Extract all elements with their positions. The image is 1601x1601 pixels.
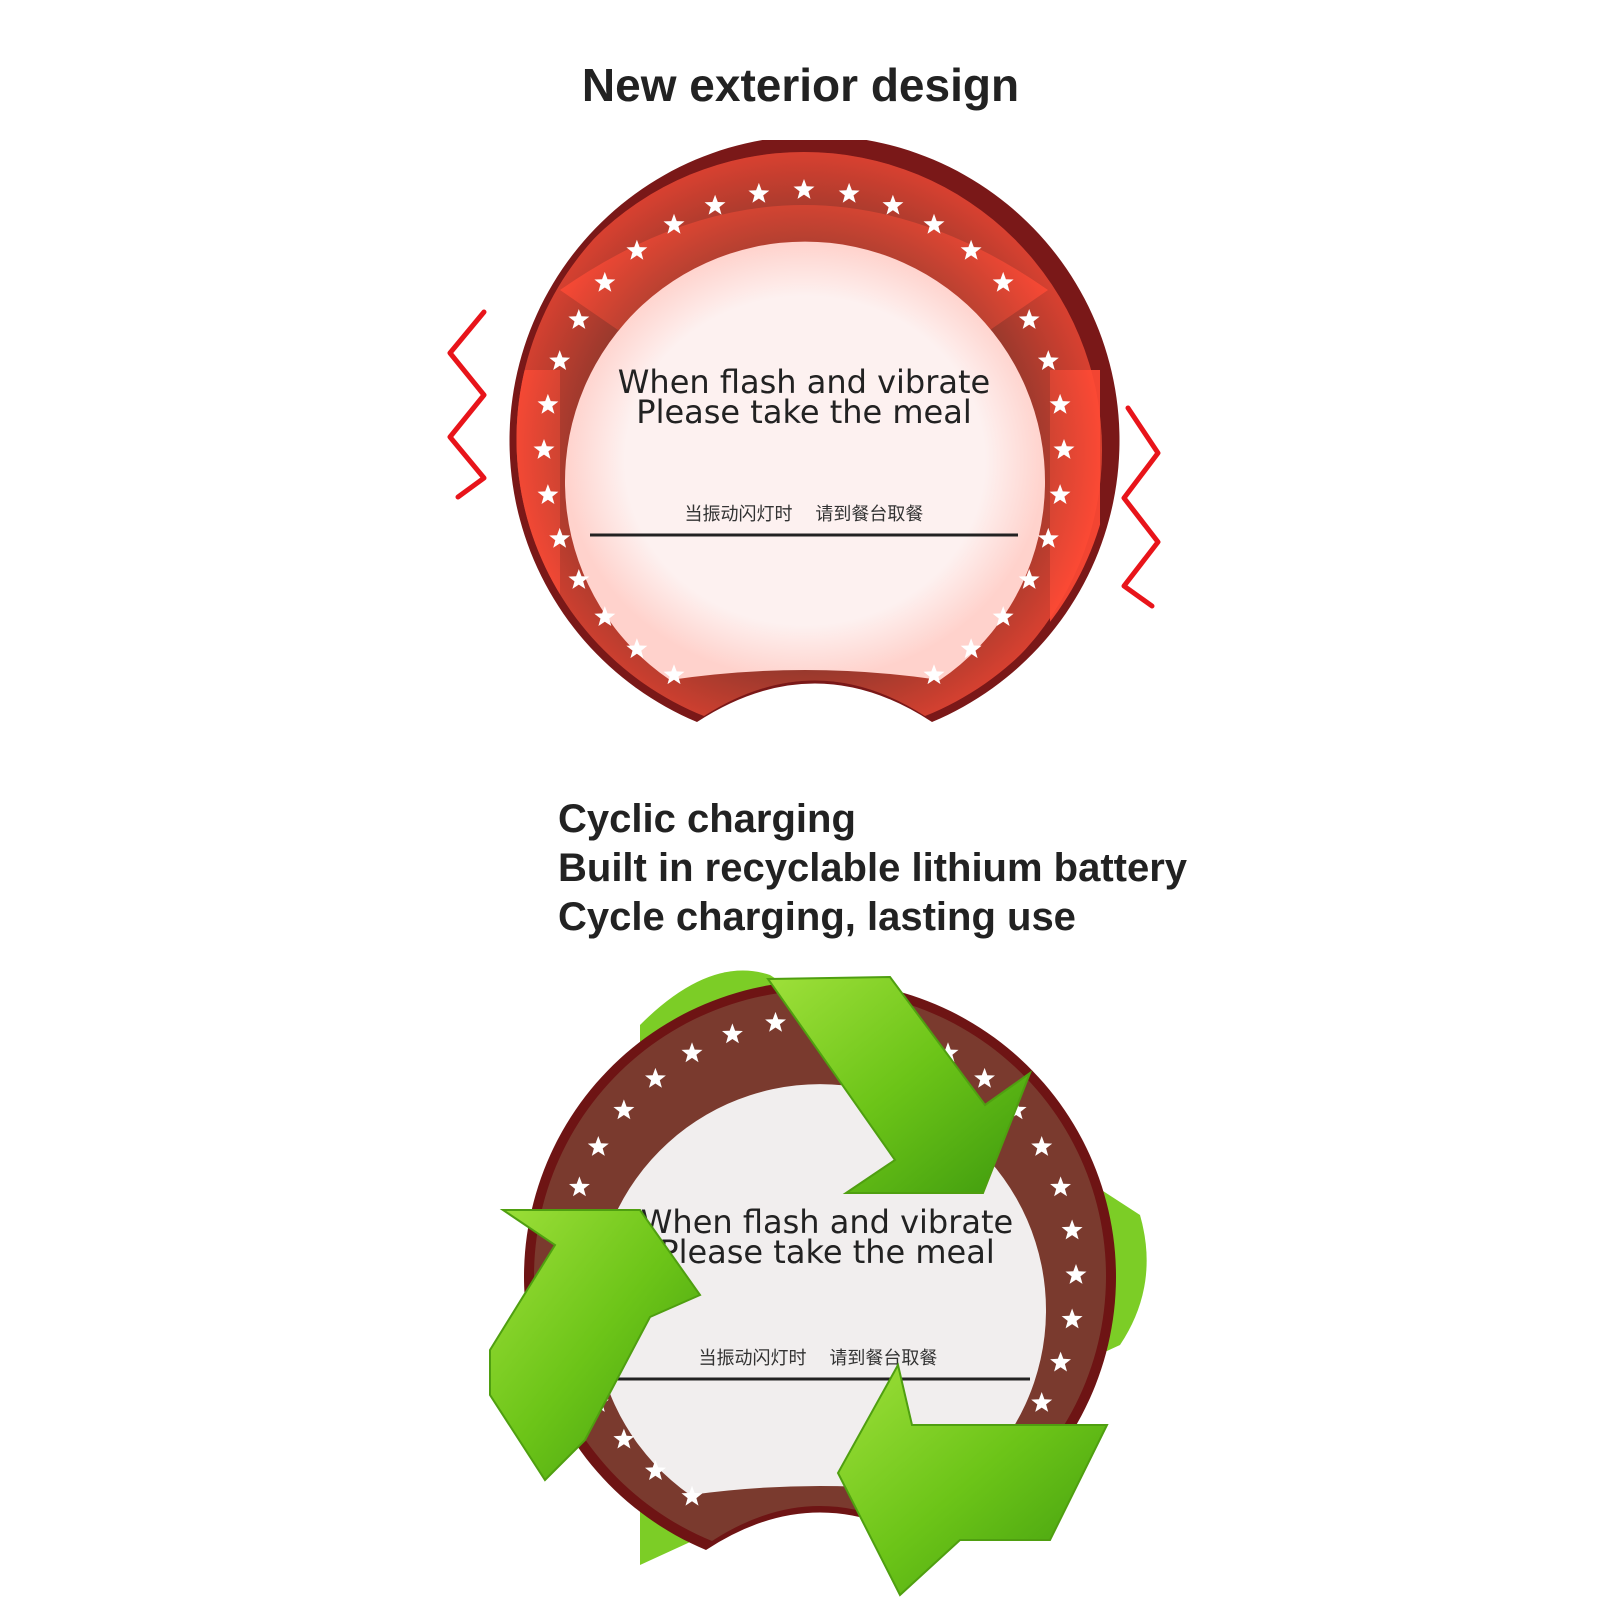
star-icon <box>533 439 555 459</box>
pager-display <box>565 241 1046 680</box>
star-icon <box>594 271 616 292</box>
message-line-2: Please take the meal <box>659 1233 994 1271</box>
star-icon <box>923 664 945 685</box>
star-icon <box>681 1042 703 1063</box>
star-icon <box>1061 1219 1083 1240</box>
message-line-1: When flash and vibrate <box>618 363 990 401</box>
flashing-pager-illustration: When flash and vibrate Please take the m… <box>447 140 1161 722</box>
star-icon <box>974 1067 995 1088</box>
star-icon <box>992 271 1014 292</box>
star-icon <box>645 1460 666 1480</box>
star-icon <box>626 239 648 260</box>
star-icon <box>594 606 616 626</box>
feature-item: Built in recyclable lithium battery <box>558 846 1188 890</box>
star-icon <box>1031 1136 1053 1156</box>
section-heading-design: New exterior design <box>581 59 1020 111</box>
feature-item: Cyclic charging <box>558 797 856 841</box>
recycle-pager-illustration: When flash and vibrate Please take the m… <box>489 970 1147 1597</box>
star-icon <box>537 393 559 414</box>
feature-list: Cyclic charging Built in recyclable lith… <box>558 795 1187 942</box>
star-icon <box>722 1023 743 1044</box>
star-icon <box>1037 350 1059 370</box>
star-icon <box>960 638 982 659</box>
message-chinese: 当振动闪灯时 请到餐台取餐 <box>699 1348 938 1369</box>
star-icon <box>923 213 945 234</box>
star-icon <box>537 484 559 504</box>
recycle-arrow-top <box>766 975 1033 1194</box>
star-icon <box>1049 484 1071 504</box>
star-icon <box>1018 569 1040 589</box>
star-icon <box>587 1136 609 1156</box>
star-icon <box>937 1042 959 1063</box>
vibration-zigzag-icon <box>1121 405 1161 609</box>
star-icon <box>663 664 685 685</box>
star-icon <box>992 606 1014 626</box>
feature-item: Cycle charging, lasting use <box>558 895 1076 939</box>
message-chinese: 当振动闪灯时 请到餐台取餐 <box>685 504 924 525</box>
recycle-arrow-bottom <box>836 1362 1109 1597</box>
pager-body: When flash and vibrate Please take the m… <box>509 140 1120 722</box>
message-line-2: Please take the meal <box>636 393 971 431</box>
star-icon <box>1050 1351 1071 1372</box>
star-icon <box>568 309 590 329</box>
message-line-1: When flash and vibrate <box>641 1203 1013 1241</box>
star-icon <box>838 182 860 203</box>
star-icon <box>549 350 571 370</box>
star-icon <box>568 569 590 589</box>
recycle-arrows-icon <box>489 975 1109 1597</box>
star-icon <box>704 194 726 215</box>
star-icon <box>645 1067 666 1088</box>
star-icon <box>1031 1392 1053 1412</box>
star-icon <box>1053 439 1075 459</box>
star-icon <box>569 1176 590 1197</box>
star-icon <box>748 182 770 203</box>
star-ring <box>533 179 1075 685</box>
star-icon <box>613 1428 635 1449</box>
star-icon <box>626 638 648 659</box>
star-icon <box>1061 1308 1083 1329</box>
star-icon <box>765 1011 786 1032</box>
star-icon <box>663 213 685 234</box>
star-icon <box>613 1099 635 1120</box>
star-icon <box>1037 527 1059 548</box>
star-icon <box>681 1485 703 1506</box>
star-icon <box>1018 309 1040 329</box>
star-icon <box>549 527 571 548</box>
star-icon <box>1050 1176 1071 1197</box>
star-icon <box>1049 393 1071 414</box>
star-icon <box>1065 1264 1087 1284</box>
vibration-zigzag-icon <box>447 309 487 500</box>
star-icon <box>960 239 982 260</box>
star-icon <box>882 194 904 215</box>
star-icon <box>793 179 815 199</box>
recycle-arrow-left <box>489 1209 702 1482</box>
